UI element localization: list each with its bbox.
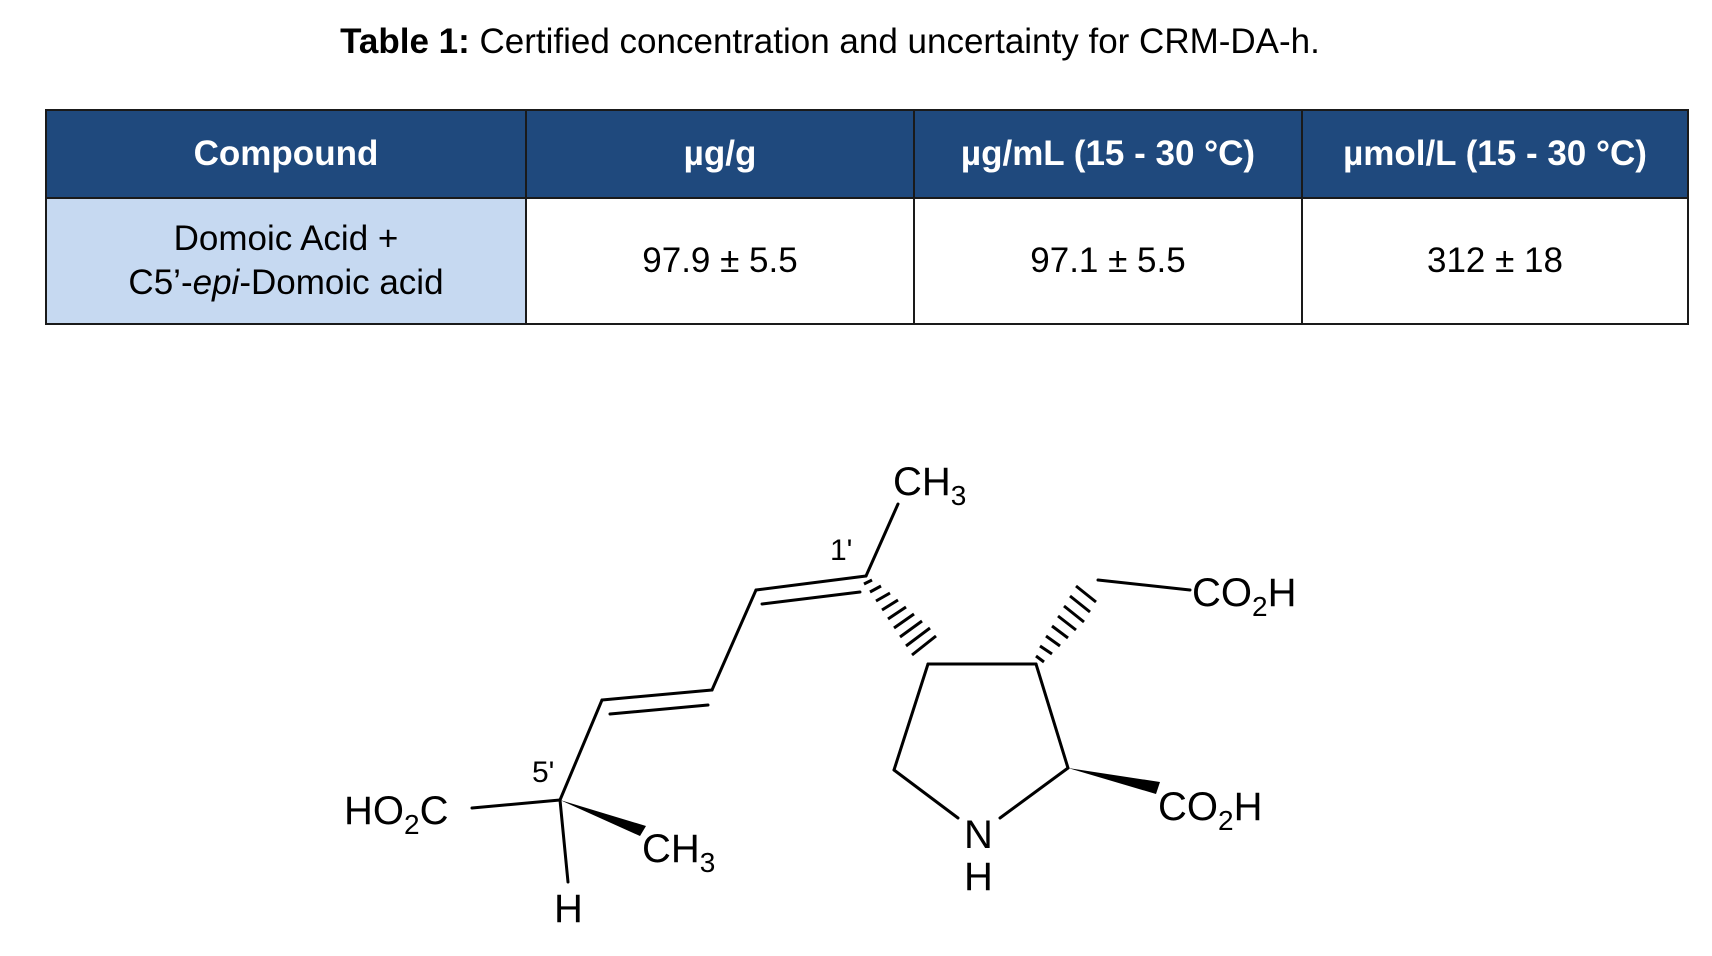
bond-c3-c2: [710, 588, 758, 692]
label-ring-acid: CO2H: [1158, 785, 1262, 836]
label-ring-nh: H: [964, 855, 993, 899]
ring-bond-c5-c4: [892, 662, 930, 772]
table-row: Domoic Acid + C5’-epi-Domoic acid 97.9 ±…: [45, 197, 1689, 325]
cell-umol-per-l: 312 ± 18: [1301, 197, 1689, 325]
bond-c2-c1-b: [760, 590, 862, 606]
caption-text: Certified concentration and uncertainty …: [469, 22, 1320, 61]
compound-line-1: Domoic Acid +: [173, 219, 399, 258]
header-ug-per-ml: µg/mL (15 - 30 °C): [913, 109, 1303, 199]
ring-bond-c2-n: [998, 766, 1070, 820]
caption-label: Table 1:: [340, 22, 470, 61]
cell-ug-per-ml: 97.1 ± 5.5: [913, 197, 1303, 325]
label-top-methyl: CH3: [893, 460, 966, 511]
label-ring-n: N: [964, 813, 993, 857]
hash-c3-ch2: [1035, 584, 1097, 664]
bond-ch2-cooh: [1096, 578, 1192, 592]
label-left-acid: HO2C: [344, 789, 448, 840]
bond-c4-c3-b: [608, 703, 710, 716]
cell-ug-per-g: 97.9 ± 5.5: [525, 197, 915, 325]
bond-c5-c4: [558, 698, 604, 802]
certified-values-table: Compound µg/g µg/mL (15 - 30 °C) µmol/L …: [45, 109, 1689, 325]
header-umol-per-l: µmol/L (15 - 30 °C): [1301, 109, 1689, 199]
table-header-row: Compound µg/g µg/mL (15 - 30 °C) µmol/L …: [45, 109, 1689, 199]
hash-c1-c4: [863, 578, 937, 657]
domoic-acid-structure: CH3 1' 5' CO2H CO2H HO2C CH3 H N H: [344, 460, 1296, 931]
ring-bond-n-c5: [892, 768, 960, 820]
label-1-prime: 1': [830, 534, 852, 567]
header-ug-per-g: µg/g: [525, 109, 915, 199]
wedge-c2-cooh: [1068, 768, 1160, 794]
cell-compound: Domoic Acid + C5’-epi-Domoic acid: [45, 197, 527, 325]
bond-c4-c3-a: [600, 688, 714, 702]
label-side-chain-acid: CO2H: [1192, 571, 1296, 622]
wedge-c5-methyl: [560, 800, 646, 836]
compound-line-2: C5’-epi-Domoic acid: [128, 263, 444, 302]
label-stereo-h: H: [554, 887, 583, 931]
bond-c5-cooh: [470, 798, 562, 810]
bond-c1-methyl: [864, 502, 900, 578]
header-compound: Compound: [45, 109, 527, 199]
label-5-prime: 5': [532, 756, 554, 789]
ring-bond-c3-c2: [1034, 662, 1070, 770]
label-bottom-methyl: CH3: [642, 827, 715, 878]
table-caption: Table 1: Certified concentration and unc…: [0, 20, 1660, 64]
bond-c2-c1-a: [754, 574, 868, 592]
bond-c5-h: [558, 798, 570, 884]
